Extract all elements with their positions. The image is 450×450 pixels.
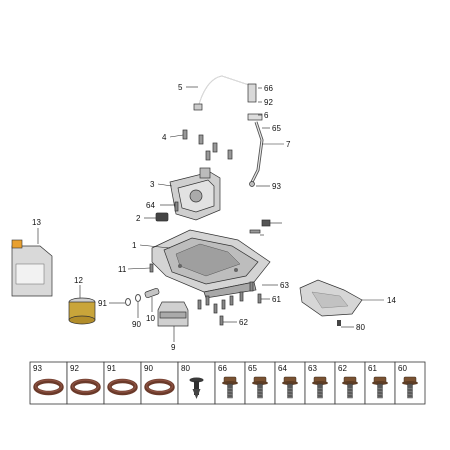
strip-label: 93 bbox=[33, 364, 42, 373]
strip-cell-63: 63 bbox=[304, 361, 336, 405]
oil-pan bbox=[151, 229, 271, 299]
strip-cell-92: 92 bbox=[66, 361, 105, 405]
callout-92: 92 bbox=[264, 98, 273, 107]
leader-lines bbox=[37, 86, 384, 342]
callout-9: 9 bbox=[171, 343, 176, 352]
strip-label: 65 bbox=[248, 364, 257, 373]
strip-cell-91: 91 bbox=[103, 361, 142, 405]
callout-2: 2 bbox=[136, 214, 141, 223]
callout-11: 11 bbox=[118, 265, 127, 274]
callout-6: 6 bbox=[264, 111, 269, 120]
callout-10: 10 bbox=[146, 314, 155, 323]
flange-bolt-icon bbox=[372, 376, 388, 399]
strip-cell-66: 66 bbox=[214, 361, 246, 405]
callout-66: 66 bbox=[264, 84, 273, 93]
o-ring-icon bbox=[33, 378, 64, 396]
flange-bolt-icon bbox=[342, 376, 358, 399]
clip-80 bbox=[337, 320, 341, 326]
callout-61: 61 bbox=[272, 295, 281, 304]
sensor-60 bbox=[261, 219, 271, 227]
push-clip-icon bbox=[189, 377, 204, 399]
dipstick-tube bbox=[193, 75, 257, 111]
parts-strip: 93 92 91 90 80 66 65 64 63 62 61 60 bbox=[29, 361, 426, 405]
bolts-under-pan bbox=[197, 281, 262, 326]
callout-63: 63 bbox=[280, 281, 289, 290]
flange-bolt-icon bbox=[282, 376, 298, 399]
strip-label: 90 bbox=[144, 364, 153, 373]
strip-label: 63 bbox=[308, 364, 317, 373]
small-ring-90 bbox=[135, 294, 141, 302]
callout-7: 7 bbox=[286, 140, 291, 149]
strip-cell-62: 62 bbox=[334, 361, 366, 405]
callout-5: 5 bbox=[178, 83, 183, 92]
underbody-shield bbox=[299, 279, 363, 317]
callout-12: 12 bbox=[74, 276, 83, 285]
o-ring-icon bbox=[144, 378, 175, 396]
strip-label: 66 bbox=[218, 364, 227, 373]
oil-filter bbox=[68, 297, 96, 325]
strip-cell-90: 90 bbox=[140, 361, 179, 405]
callout-1: 1 bbox=[132, 241, 137, 250]
callout-65: 65 bbox=[272, 124, 281, 133]
o-ring-icon bbox=[70, 378, 101, 396]
strip-label: 64 bbox=[278, 364, 287, 373]
strip-label: 62 bbox=[338, 364, 347, 373]
strip-cell-61: 61 bbox=[364, 361, 396, 405]
strip-label: 61 bbox=[368, 364, 377, 373]
plug-cap bbox=[155, 212, 169, 222]
oil-pump-bracket bbox=[169, 167, 221, 221]
callout-64: 64 bbox=[146, 201, 155, 210]
drain-plug bbox=[144, 288, 160, 298]
flange-bolt-icon bbox=[402, 376, 418, 399]
callout-80: 80 bbox=[356, 323, 365, 332]
callout-3: 3 bbox=[150, 180, 155, 189]
strip-label: 92 bbox=[70, 364, 79, 373]
strip-label: 80 bbox=[181, 364, 190, 373]
flange-bolt-icon bbox=[312, 376, 328, 399]
strip-label: 60 bbox=[398, 364, 407, 373]
callout-4: 4 bbox=[162, 133, 167, 142]
bolt-8 bbox=[249, 229, 261, 234]
strip-label: 91 bbox=[107, 364, 116, 373]
callout-91: 91 bbox=[98, 299, 107, 308]
filter-housing bbox=[157, 301, 189, 327]
bolt-64 bbox=[174, 201, 179, 212]
callout-90: 90 bbox=[132, 320, 141, 329]
callout-13: 13 bbox=[32, 218, 41, 227]
strip-cell-80: 80 bbox=[177, 361, 216, 405]
small-ring-91 bbox=[125, 298, 131, 306]
strip-cell-60: 60 bbox=[394, 361, 426, 405]
o-ring-icon bbox=[107, 378, 138, 396]
callout-14: 14 bbox=[387, 296, 396, 305]
bolt-set-4 bbox=[182, 129, 233, 161]
bolt-11 bbox=[149, 263, 154, 273]
callout-62: 62 bbox=[239, 318, 248, 327]
oil-pipe bbox=[247, 113, 264, 187]
strip-cell-65: 65 bbox=[244, 361, 276, 405]
flange-bolt-icon bbox=[222, 376, 238, 399]
strip-cell-64: 64 bbox=[274, 361, 306, 405]
strip-cell-93: 93 bbox=[29, 361, 68, 405]
flange-bolt-icon bbox=[252, 376, 268, 399]
callout-93: 93 bbox=[272, 182, 281, 191]
oil-container bbox=[11, 239, 53, 297]
